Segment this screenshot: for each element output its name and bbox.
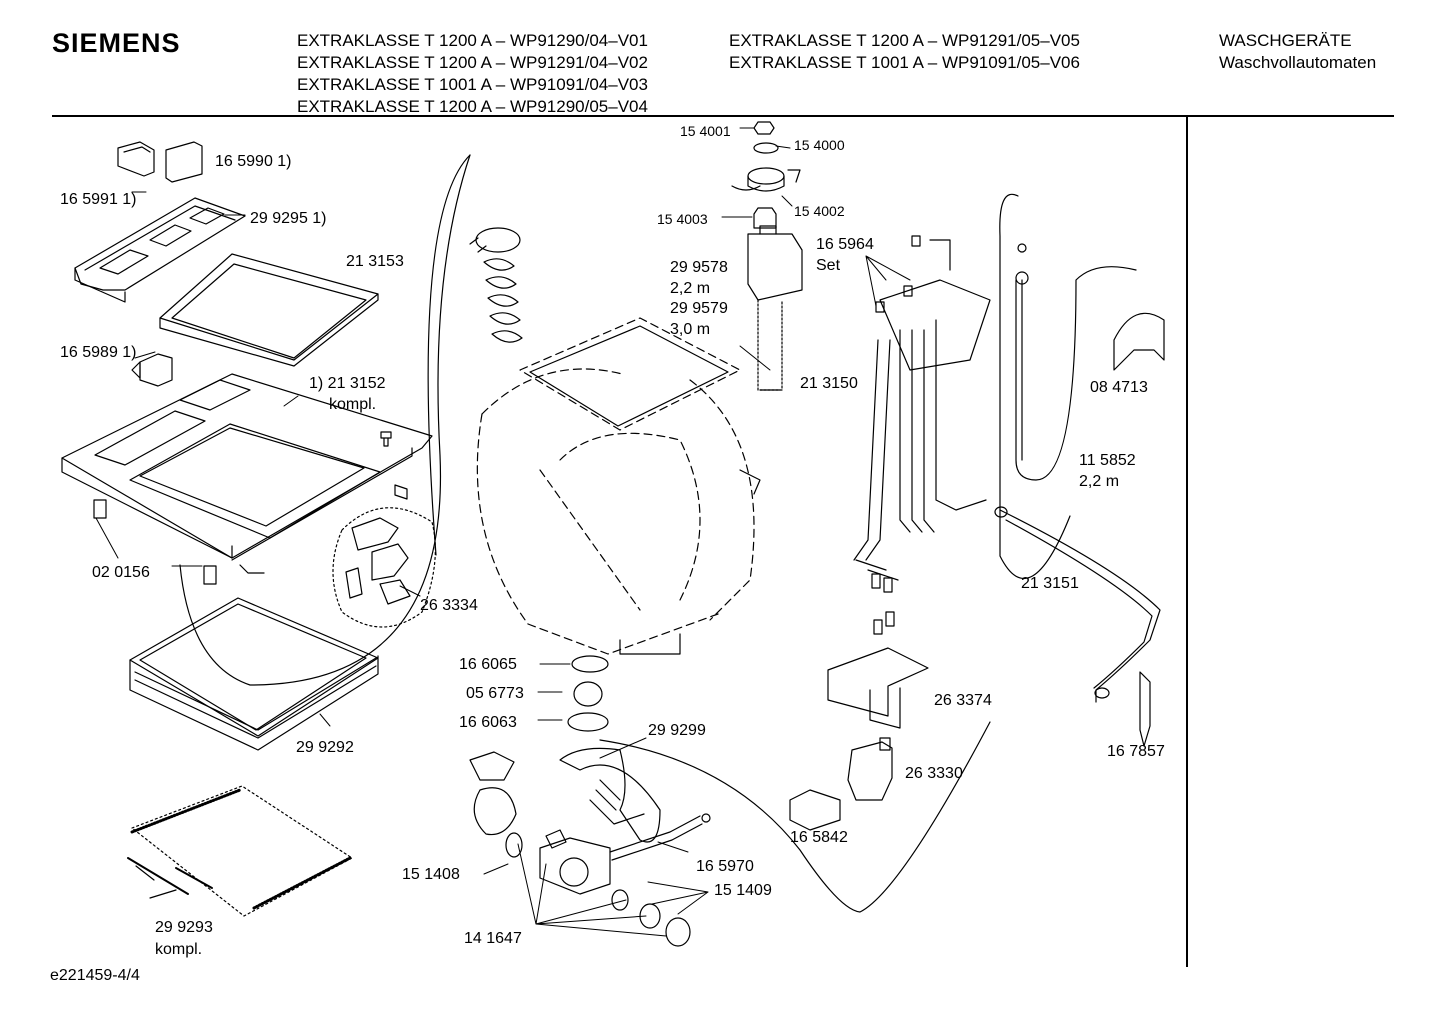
- part-label: 15 4002: [794, 203, 845, 219]
- part-label: kompl.: [155, 941, 203, 958]
- part-label: 16 6065: [459, 656, 517, 673]
- part-label: 21 3153: [346, 253, 404, 270]
- pressure-switch-part: [827, 611, 929, 729]
- dispenser-cover-part: [117, 141, 203, 183]
- bellows-guide: [427, 154, 471, 556]
- model-list-2: EXTRAKLASSE T 1200 A – WP91291/05–V05 EX…: [729, 30, 1080, 74]
- part-label: 16 6063: [459, 714, 517, 731]
- dispenser-housing-part: [159, 253, 379, 367]
- part-label: 15 4003: [657, 211, 708, 227]
- valve-nut-part: [731, 121, 801, 229]
- part-label: 16 7857: [1107, 743, 1165, 760]
- lid-part: [127, 785, 353, 917]
- brand-logo: SIEMENS: [52, 28, 181, 58]
- part-label: 21 3150: [800, 375, 858, 392]
- part-label: 2,2 m: [670, 280, 711, 297]
- hose-bracket-part: [1139, 671, 1151, 747]
- part-label: 26 3334: [420, 597, 478, 614]
- part-label: 14 1647: [464, 930, 522, 947]
- part-label: 15 1409: [714, 882, 772, 899]
- lid-lock-group: [332, 507, 436, 628]
- part-label: 26 3374: [934, 692, 992, 709]
- part-label: 29 9579: [670, 300, 728, 317]
- model-line: EXTRAKLASSE T 1001 A – WP91091/04–V03: [297, 75, 648, 94]
- part-label: 15 4000: [794, 137, 845, 153]
- part-label: 11 5852: [1079, 452, 1136, 469]
- header-rule: [52, 115, 1394, 117]
- part-label: 3,0 m: [670, 321, 711, 338]
- part-label: 15 4001: [680, 123, 731, 139]
- model-line: EXTRAKLASSE T 1001 A – WP91091/05–V06: [729, 53, 1080, 72]
- screw-part: [380, 431, 392, 447]
- part-label: 16 5842: [790, 829, 848, 846]
- document-id: e221459-4/4: [50, 967, 140, 984]
- part-label: 29 9578: [670, 259, 728, 276]
- category-line: WASCHGERÄTE: [1219, 31, 1352, 50]
- part-label: 21 3151: [1021, 575, 1079, 592]
- part-label: 16 5991 1): [60, 191, 137, 208]
- model-line: EXTRAKLASSE T 1200 A – WP91290/04–V01: [297, 31, 648, 50]
- inlet-valve-part: [847, 737, 893, 801]
- part-label: 02 0156: [92, 564, 150, 581]
- drain-tube-outline: [599, 721, 991, 913]
- pump-housing-part: [539, 829, 611, 895]
- leader-lines: [95, 127, 911, 937]
- model-list-1: EXTRAKLASSE T 1200 A – WP91290/04–V01 EX…: [297, 30, 648, 118]
- small-latch-part: [131, 353, 173, 387]
- part-label: Set: [816, 257, 841, 274]
- hose-clip-part: [1113, 312, 1165, 371]
- part-label: 16 5990 1): [215, 153, 292, 170]
- part-label: 08 4713: [1090, 379, 1148, 396]
- part-label: 29 9293: [155, 919, 213, 936]
- category-line: Waschvollautomaten: [1219, 53, 1377, 72]
- part-label: 2,2 m: [1079, 473, 1120, 490]
- model-line: EXTRAKLASSE T 1200 A – WP91290/05–V04: [297, 97, 648, 116]
- sump-hose-part: [559, 747, 661, 843]
- part-label: kompl.: [329, 396, 377, 413]
- drain-pump-part: [469, 751, 517, 836]
- tub-part: [476, 317, 761, 655]
- part-label: 29 9292: [296, 739, 354, 756]
- part-label: 16 5970: [696, 858, 754, 875]
- part-label: 16 5989 1): [60, 344, 137, 361]
- part-label: 29 9295 1): [250, 210, 327, 227]
- drain-hose-part: [994, 506, 1161, 703]
- model-line: EXTRAKLASSE T 1200 A – WP91291/05–V05: [729, 31, 1080, 50]
- part-label: 1) 21 3152: [309, 375, 386, 392]
- side-rule: [1186, 117, 1188, 967]
- part-label: 15 1408: [402, 866, 460, 883]
- pipe-assembly-part: [853, 235, 991, 593]
- part-label: 05 6773: [466, 685, 524, 702]
- pressure-hose-part: [999, 193, 1137, 579]
- lid-seal-part: [129, 597, 379, 751]
- seal-rings-part: [505, 832, 691, 947]
- part-label: 16 5964: [816, 236, 874, 253]
- part-label: 26 3330: [905, 765, 963, 782]
- gaiter-part: [469, 227, 523, 343]
- sump-ring-part: [567, 655, 609, 732]
- category-title: WASCHGERÄTE Waschvollautomaten: [1219, 30, 1376, 74]
- dispenser-drawer-part: [74, 197, 246, 303]
- part-label: 29 9299: [648, 722, 706, 739]
- valve-coil-part: [789, 789, 841, 831]
- clip-part: [93, 499, 217, 585]
- top-frame-part: [61, 373, 433, 574]
- inlet-hose-part: [747, 225, 803, 391]
- model-line: EXTRAKLASSE T 1200 A – WP91291/04–V02: [297, 53, 648, 72]
- small-hose-part: [609, 813, 711, 861]
